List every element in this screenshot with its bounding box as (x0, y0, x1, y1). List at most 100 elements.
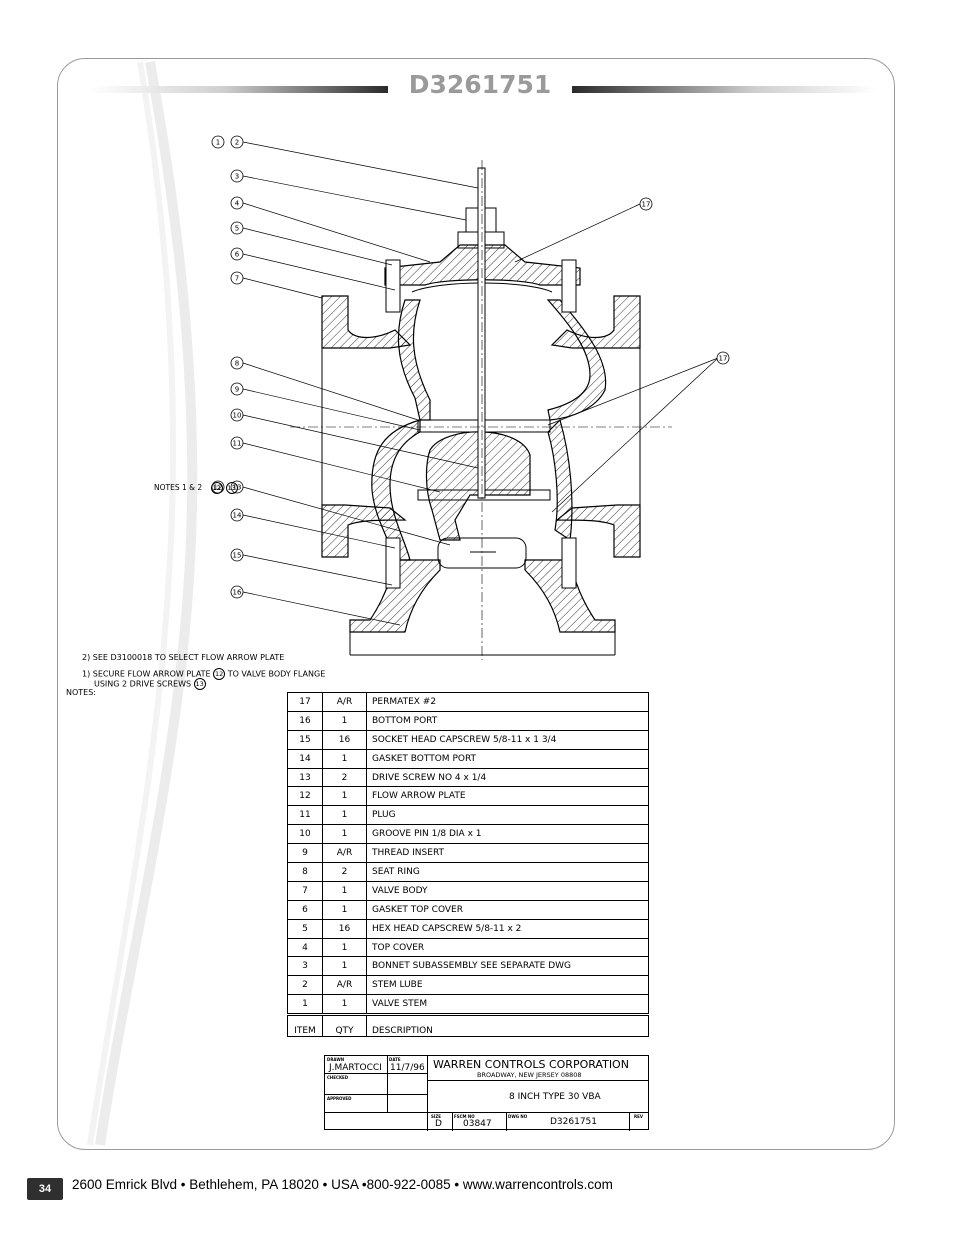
note-1-line-1: 1) SECURE FLOW ARROW PLATE 12 TO VALVE B… (82, 668, 326, 680)
dwg-number: D3261751 (550, 1117, 598, 1127)
qty-cell: 1 (322, 748, 367, 769)
item-cell: 13 (287, 767, 323, 788)
balloon-14: 14 (233, 512, 242, 520)
bolt (561, 259, 577, 313)
description-cell: BONNET SUBASSEMBLY SEE SEPARATE DWG (366, 956, 649, 977)
item-cell: 6 (287, 899, 323, 920)
checked-label: CHECKED (327, 1075, 349, 1080)
description-cell: GROOVE PIN 1/8 DIA x 1 (366, 824, 649, 845)
balloon-8: 8 (235, 360, 239, 368)
header-bar-left (90, 86, 388, 93)
drawing-title: 8 INCH TYPE 30 VBA (509, 1092, 601, 1102)
item-cell: 8 (287, 862, 323, 882)
note-ref-13: 13 (193, 678, 206, 690)
qty-cell: 16 (322, 918, 367, 939)
item-cell: 10 (287, 824, 323, 845)
qty-cell: 1 (322, 786, 367, 807)
balloon-10: 10 (233, 412, 242, 420)
bottom-port-left (349, 559, 441, 633)
qty-cell: 2 (322, 862, 367, 882)
description-cell: VALVE STEM (366, 994, 649, 1016)
item-cell: 17 (287, 692, 323, 712)
balloon-17-right: 17 (719, 355, 728, 363)
body-lower-right (547, 418, 573, 542)
description-cell: SOCKET HEAD CAPSCREW 5/8-11 x 1 3/4 (366, 729, 649, 750)
note-1-line-2: USING 2 DRIVE SCREWS 13 (94, 678, 206, 690)
qty-cell: 1 (322, 880, 367, 901)
page-title: D3261751 (408, 70, 552, 99)
qty-cell: A/R (322, 843, 367, 864)
qty-cell: 1 (322, 710, 367, 731)
qty-cell: 16 (322, 729, 367, 750)
description-cell: BOTTOM PORT (366, 710, 649, 731)
left-upper-flange (321, 295, 412, 349)
description-cell: FLOW ARROW PLATE (366, 786, 649, 807)
description-cell: HEX HEAD CAPSCREW 5/8-11 x 2 (366, 918, 649, 939)
qty-cell: A/R (322, 975, 367, 996)
description-cell: GASKET BOTTOM PORT (366, 748, 649, 769)
item-cell: 12 (287, 786, 323, 807)
page-frame (57, 58, 895, 1150)
balloon-5: 5 (235, 225, 239, 233)
description-cell: PLUG (366, 805, 649, 826)
dwg-label: DWG NO (508, 1114, 528, 1119)
bolt (385, 259, 401, 313)
bottom-port-right (524, 559, 616, 633)
bolt (561, 537, 577, 589)
footer-address: 2600 Emrick Blvd • Bethlehem, PA 18020 •… (72, 1177, 613, 1192)
date-label: DATE (389, 1057, 401, 1062)
page-number: 34 (27, 1178, 63, 1200)
balloon-4: 4 (235, 200, 240, 208)
item-cell: 1 (287, 994, 323, 1016)
body-upper-left (397, 299, 431, 421)
balloon-6: 6 (235, 251, 240, 259)
balloon-17-top: 17 (642, 201, 651, 209)
qty-cell: A/R (322, 692, 367, 712)
notes-callout-text: NOTES 1 & 2 (154, 483, 203, 492)
valve-stem (477, 167, 486, 499)
company-name: WARREN CONTROLS CORPORATION (433, 1058, 629, 1071)
drawn-label: DRAWN (327, 1057, 345, 1062)
header-item: ITEM (287, 1013, 323, 1038)
qty-cell: 1 (322, 994, 367, 1016)
item-cell: 14 (287, 748, 323, 769)
description-cell: THREAD INSERT (366, 843, 649, 864)
qty-cell: 1 (322, 937, 367, 958)
qty-cell: 1 (322, 824, 367, 845)
balloon-3: 3 (235, 173, 239, 181)
item-cell: 5 (287, 918, 323, 939)
item-cell: 15 (287, 729, 323, 750)
header-qty: QTY (322, 1013, 367, 1038)
qty-cell: 1 (322, 805, 367, 826)
drawn-date: 11/7/96 (390, 1063, 425, 1073)
size-label: SIZE (431, 1114, 442, 1119)
balloon-15: 15 (233, 552, 242, 560)
callout-ref-12: 12 (210, 482, 223, 494)
item-cell: 9 (287, 843, 323, 864)
description-cell: GASKET TOP COVER (366, 899, 649, 920)
balloon-2: 2 (235, 139, 239, 147)
qty-cell: 1 (322, 899, 367, 920)
callout-ref-13: 13 (225, 482, 238, 494)
header-description: DESCRIPTION (366, 1013, 649, 1038)
size-value: D (435, 1119, 442, 1129)
fscm-label: FSCM NO (454, 1114, 475, 1119)
drawn-by: J.MARTOCCI (329, 1063, 382, 1073)
rev-label: REV (634, 1114, 643, 1119)
